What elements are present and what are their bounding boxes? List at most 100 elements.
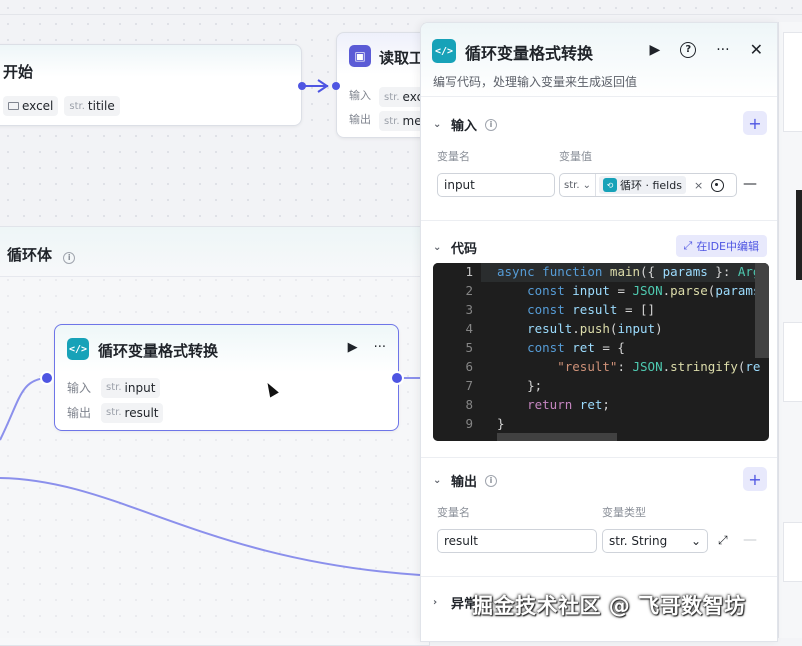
variable-chip: str.input [101, 377, 161, 398]
reference-label: 循环 · fields [620, 179, 682, 192]
info-icon[interactable]: i [485, 474, 498, 487]
column-label-type: 变量类型 [602, 506, 646, 519]
code-node-output-row: 输出 str.result [67, 400, 164, 425]
code-line: return ret; [527, 397, 610, 412]
column-label-value: 变量值 [559, 150, 592, 163]
expand-icon: ⤢ [683, 239, 693, 252]
watermark-text: 掘金技术社区 @ 飞哥数智坊 [472, 594, 746, 618]
variable-chip-excel: excel [3, 96, 59, 116]
chip-label: result [124, 405, 159, 420]
loop-body-title-text: 循环体 [7, 246, 53, 264]
code-node-input-port[interactable] [40, 371, 54, 385]
code-section-title: 代码 [451, 242, 478, 257]
input-variable-name-field[interactable]: input [437, 173, 555, 197]
code-node-output-port[interactable] [390, 371, 404, 385]
code-node[interactable]: </> 循环变量格式转换 ▶ ··· 输入 str.input 输出 str.r… [54, 324, 399, 431]
column-label-name: 变量名 [437, 506, 470, 519]
editor-horizontal-scrollbar[interactable] [497, 433, 617, 441]
editor-vertical-scrollbar[interactable] [755, 263, 769, 358]
variable-chip-titile: str. titile [64, 96, 120, 116]
exception-section-title: 异常 [451, 597, 478, 612]
loop-icon: ⟲ [603, 178, 617, 192]
start-node-output-port[interactable] [298, 82, 306, 90]
help-icon[interactable]: ? [680, 41, 697, 58]
panel-title: 循环变量格式转换 [465, 44, 594, 63]
more-icon[interactable]: ··· [716, 41, 730, 58]
input-section-header[interactable]: ⌄ 输入 i [433, 115, 498, 134]
expand-icon[interactable]: ⤢ [718, 533, 728, 547]
remove-input-button[interactable]: — [743, 176, 757, 192]
chevron-down-icon: ⌄ [433, 119, 442, 130]
clear-icon[interactable]: × [693, 178, 704, 192]
code-editor[interactable]: 1 2 3 4 5 6 7 8 9 async function main({ … [433, 263, 769, 441]
code-line: }; [497, 378, 543, 393]
start-node[interactable]: 开始 excel str. titile [0, 44, 302, 126]
info-icon[interactable]: i [485, 118, 498, 131]
run-icon[interactable]: ▶ [649, 41, 661, 58]
type-selector-label: str. [564, 179, 580, 191]
loop-body-container[interactable]: 循环体 i [0, 226, 430, 646]
variable-reference-chip: ⟲ 循环 · fields [599, 176, 686, 194]
section-divider [421, 220, 777, 221]
code-line: } [497, 416, 505, 431]
folder-icon [8, 102, 19, 110]
edit-in-ide-button[interactable]: ⤢ 在IDE中编辑 [675, 235, 767, 257]
chevron-right-icon: › [433, 597, 438, 608]
type-tag: str. [69, 100, 85, 112]
code-line: result.push(input) [527, 321, 663, 336]
active-line-highlight [481, 263, 769, 282]
line-number: 9 [465, 416, 473, 431]
read-node-output-row: 输出 str.mes [349, 111, 433, 131]
background-scrollbar [796, 190, 802, 280]
row-label: 输入 [67, 381, 92, 395]
variable-chip: str.result [101, 402, 164, 423]
chip-label: input [124, 380, 156, 395]
read-node-title: 读取工 [379, 49, 425, 67]
section-divider [421, 457, 777, 458]
row-label: 输出 [67, 406, 92, 420]
line-number: 6 [465, 359, 473, 374]
code-node-input-row: 输入 str.input [67, 375, 163, 400]
code-node-title: 循环变量格式转换 [98, 342, 219, 360]
chevron-down-icon: ⌄ [433, 242, 442, 253]
background-panel-edge [778, 22, 802, 638]
chevron-down-icon: ⌄ [690, 534, 701, 548]
line-number: 2 [465, 283, 473, 298]
edit-in-ide-label: 在IDE中编辑 [696, 240, 759, 253]
type-tag: str. [106, 382, 122, 393]
output-type-select[interactable]: str. String ⌄ [602, 529, 708, 553]
panel-header: </> 循环变量格式转换 ▶ ? ··· ✕ 编写代码，处理输入变量来生成返回值 [421, 23, 777, 97]
close-icon[interactable]: ✕ [749, 40, 763, 59]
target-icon[interactable] [711, 178, 725, 192]
start-node-title: 开始 [3, 63, 34, 81]
output-type-label: str. String [609, 534, 668, 548]
code-section-header[interactable]: ⌄ 代码 [433, 238, 477, 257]
code-line: const result = [] [527, 302, 656, 317]
line-number: 3 [465, 302, 473, 317]
code-line: const ret = { [527, 340, 625, 355]
remove-output-button[interactable]: — [743, 532, 757, 548]
run-icon[interactable]: ▶ [347, 340, 358, 355]
input-variable-value-field[interactable]: str. ⌄ ⟲ 循环 · fields × [559, 173, 737, 197]
add-output-button[interactable]: + [743, 467, 767, 491]
type-selector[interactable]: str. ⌄ [560, 174, 596, 196]
column-label-name: 变量名 [437, 150, 470, 163]
more-icon[interactable]: ··· [373, 340, 386, 355]
chip-label: excel [22, 99, 54, 113]
code-line: async function main({ params }: Arg [497, 264, 761, 279]
line-number: 7 [465, 378, 473, 393]
panel-description: 编写代码，处理输入变量来生成返回值 [433, 75, 638, 89]
read-node-input-port[interactable] [332, 82, 340, 90]
output-section-header[interactable]: ⌄ 输出 i [433, 471, 498, 490]
exception-section-header[interactable]: › 异常 [433, 593, 477, 612]
type-tag: str. [384, 91, 400, 103]
info-icon[interactable]: i [63, 251, 76, 264]
section-divider [421, 576, 777, 577]
line-number: 5 [465, 340, 473, 355]
add-input-button[interactable]: + [743, 111, 767, 135]
code-icon: </> [432, 39, 456, 63]
output-variable-name-field[interactable]: result [437, 529, 597, 553]
chip-label: titile [87, 99, 115, 113]
loop-body-title: 循环体 i [7, 244, 76, 265]
type-tag: str. [384, 115, 400, 127]
